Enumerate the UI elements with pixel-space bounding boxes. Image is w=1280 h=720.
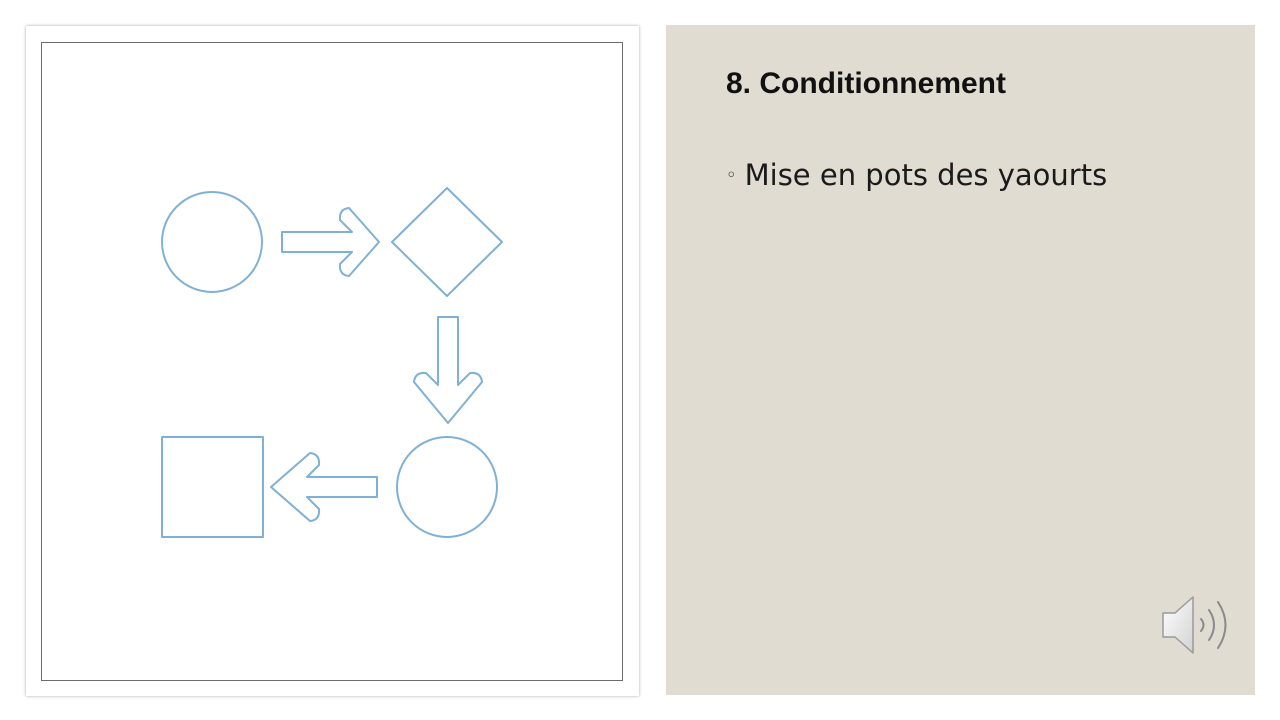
bullet-list: ◦ Mise en pots des yaourts: [726, 158, 1107, 192]
circle-icon: [161, 191, 263, 293]
process-picture-frame: [26, 26, 639, 696]
slide-title: 8. Conditionnement: [726, 67, 1006, 100]
arrow-right-icon: [281, 207, 380, 277]
square-icon: [161, 436, 264, 538]
list-item: ◦ Mise en pots des yaourts: [726, 158, 1107, 192]
diamond-icon: [391, 187, 503, 297]
process-picture: [41, 42, 623, 681]
bullet-text: Mise en pots des yaourts: [744, 158, 1108, 192]
circle-icon: [396, 436, 498, 538]
process-diagram: [161, 187, 503, 538]
bullet-marker: ◦: [726, 164, 737, 186]
arrow-down-icon: [413, 316, 483, 424]
audio-play-button[interactable]: [1161, 593, 1239, 657]
speaker-icon: [1162, 596, 1227, 654]
text-panel: 8. Conditionnement ◦ Mise en pots des ya…: [666, 25, 1255, 695]
arrow-left-icon: [270, 452, 378, 522]
